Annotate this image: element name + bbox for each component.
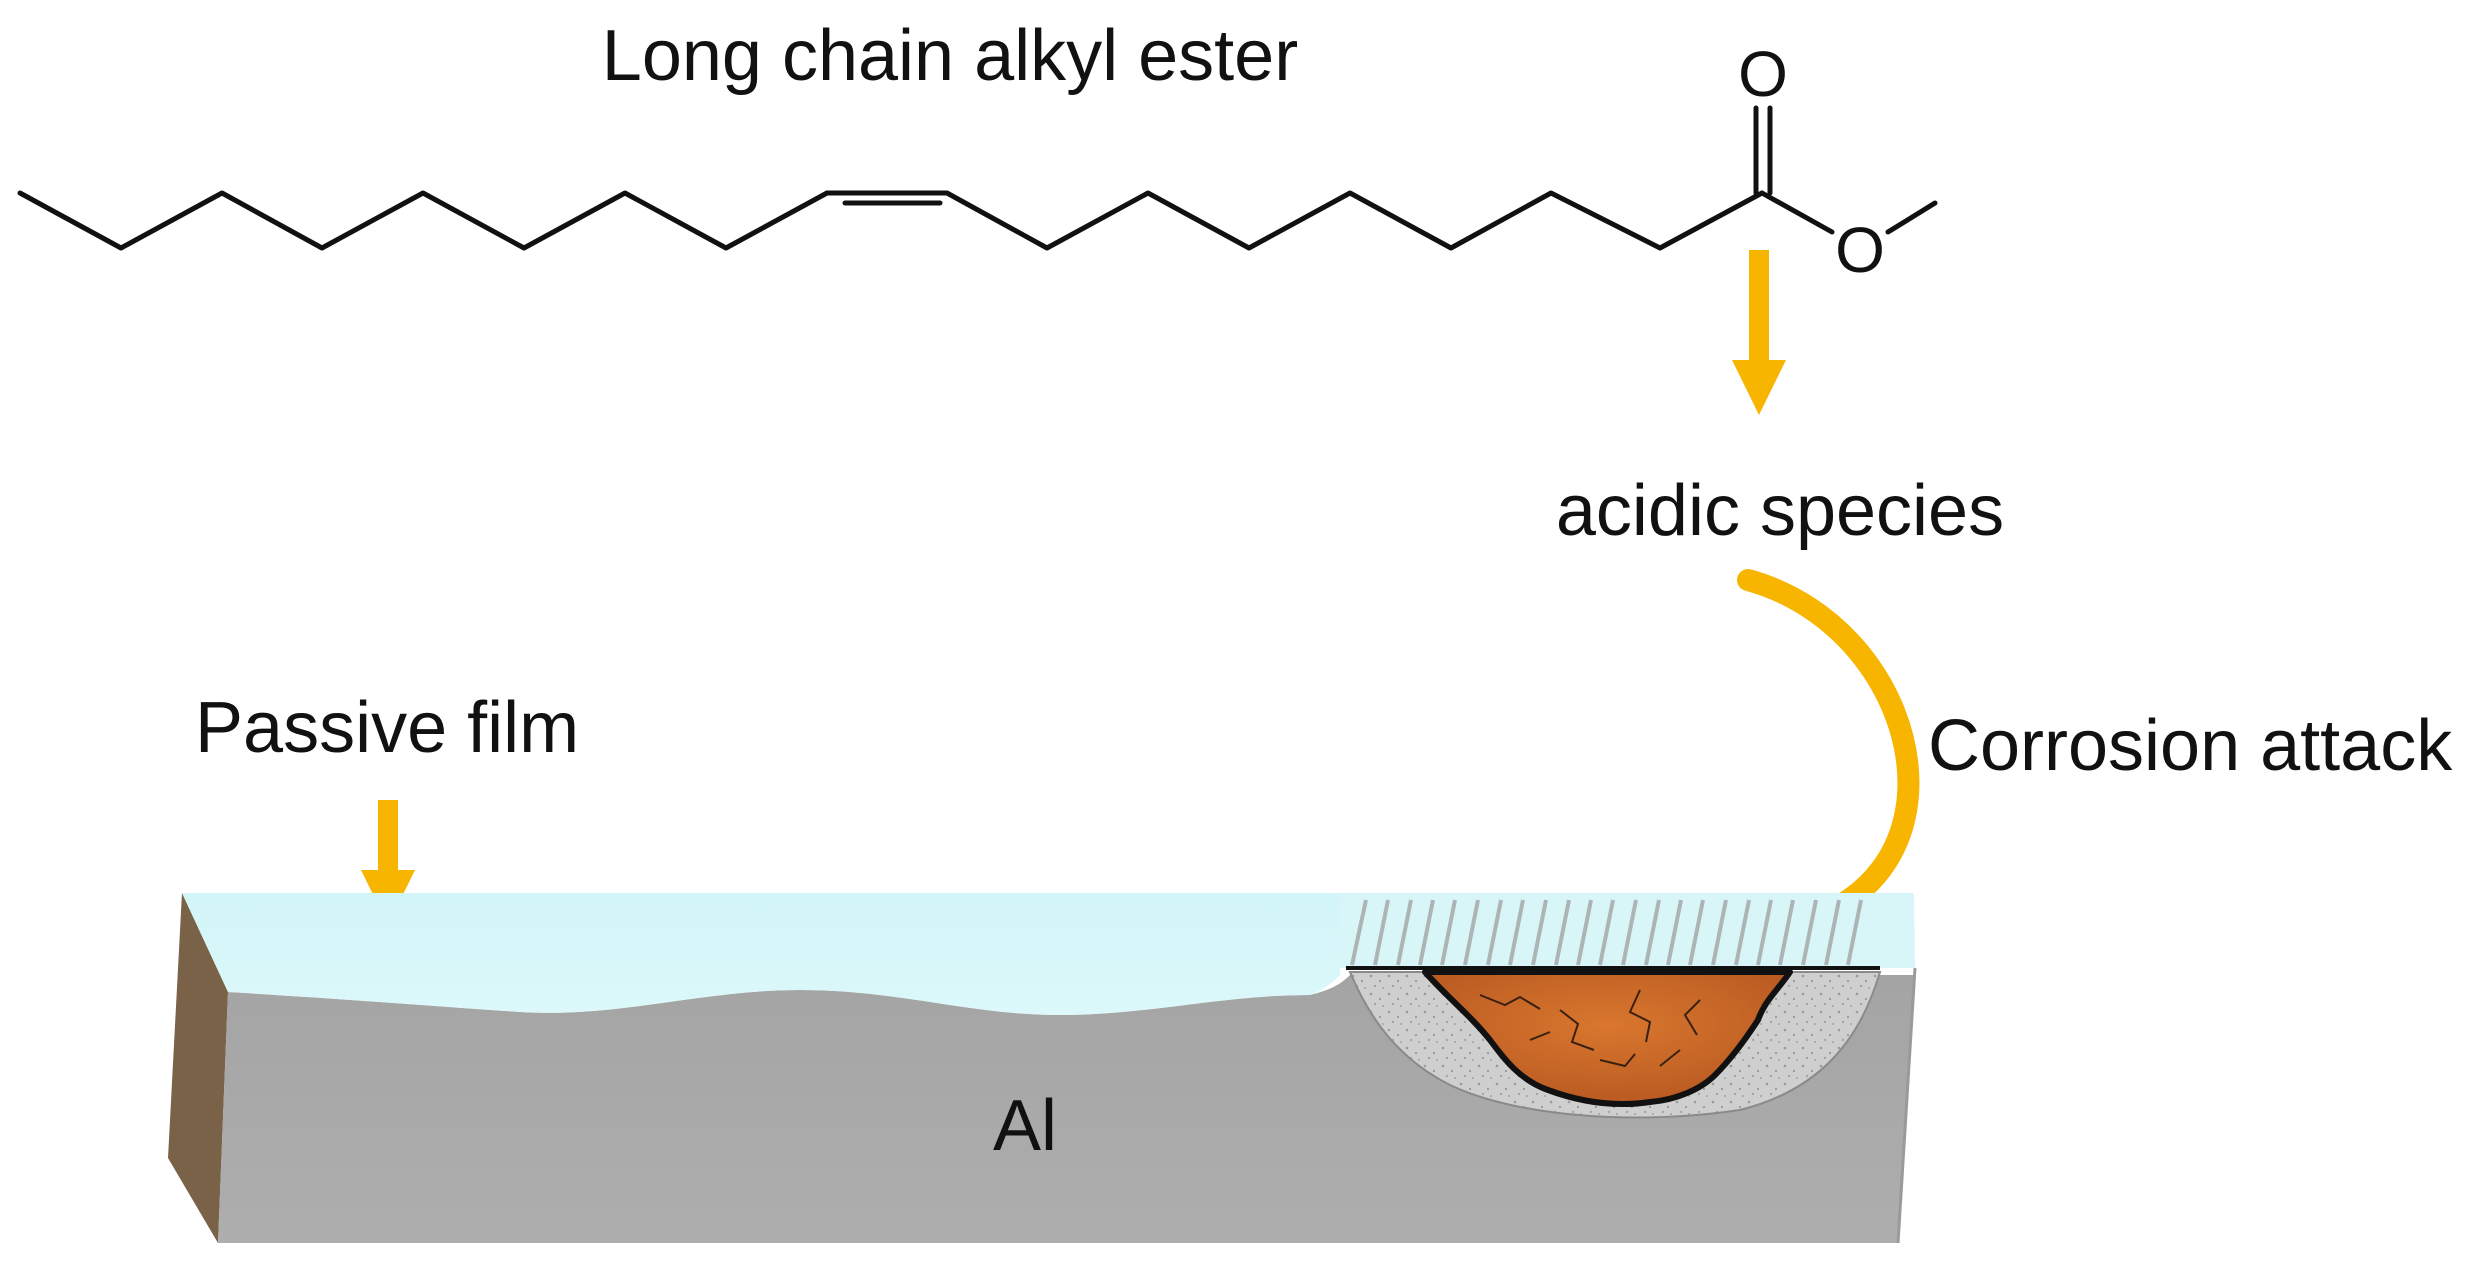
molecule-title: Long chain alkyl ester [602,16,1298,96]
passive-film-label: Passive film [195,688,579,768]
ester-oxygen-atom: O [1835,214,1885,286]
corrosion-attack-label: Corrosion attack [1928,706,2453,786]
passive-film-layer [182,893,1340,1015]
alkyl-chain-left [17,190,830,251]
aluminium-block [168,893,1917,1244]
block-right-edge [1896,967,1917,1244]
corrosion-cracks [1479,989,1701,1068]
arrow-down-icon [1732,250,1786,415]
block-side-face [168,893,228,1243]
methyl-bond [1885,200,1938,235]
ester-bond [1759,190,1835,235]
carbonyl-oxygen-atom: O [1738,38,1788,110]
alkyl-chain-right [824,190,1765,251]
attack-streaks [1350,899,1863,966]
corrosion-product [1422,969,1793,1108]
acidic-species-label: acidic species [1556,471,2004,551]
ester-molecule [17,105,1938,251]
aluminium-label: Al [993,1086,1057,1166]
